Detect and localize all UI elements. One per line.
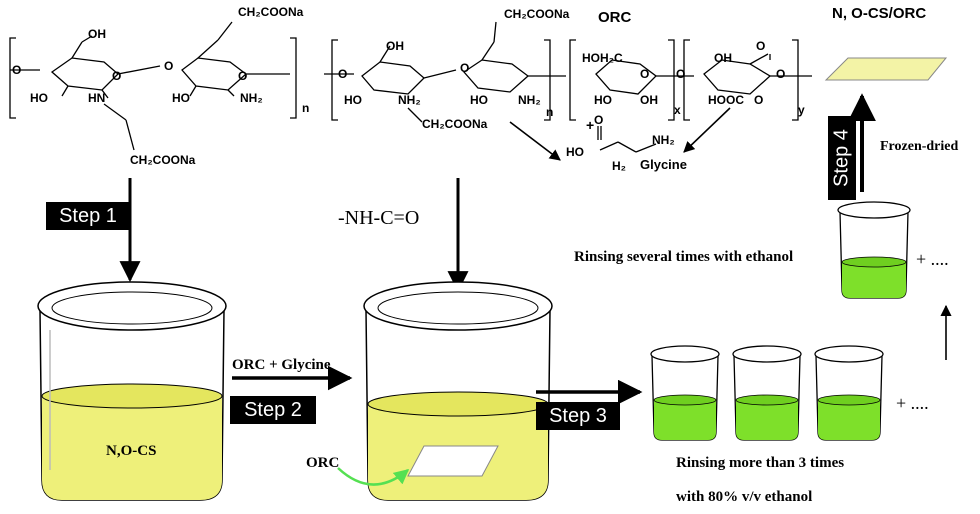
structure-nocs [9,21,297,151]
label-o-9: O [756,39,766,53]
orc-film-icon [407,445,499,477]
arrow-to-glycine-left [509,121,561,161]
label-orc-polymer: ORC [598,9,632,26]
ring-6 [703,59,772,95]
label-o-3: O [164,59,174,73]
small-beaker-3 [814,345,884,441]
label-rinse3-line1: Rinsing more than 3 times [676,455,845,471]
arrow-to-glycine-right [683,107,731,153]
label-glycine-ho: HO [566,145,584,159]
label-rinse3-line2: with 80% v/v ethanol [676,489,813,505]
label-o-7: O [640,67,650,81]
ring-4 [463,59,530,93]
structure-nocs-orc [324,21,812,153]
small-beaker-1 [650,345,720,441]
label-o-6: O [460,61,470,75]
label-oh-4: OH [714,51,732,65]
label-y: y [798,103,805,117]
label-oh-2: OH [386,39,404,53]
glycine-bond-2 [617,141,637,153]
label-glycine-nh2: NH₂ [652,133,675,147]
label-nh2-1: NH₂ [240,91,263,105]
bracket-right-2 [544,39,551,121]
curve-arrow-icon [337,467,410,486]
label-ho-5: HO [594,93,612,107]
label-ho-1: HO [30,91,48,105]
step-3-badge: Step 3 [536,402,620,430]
label-oh-1: OH [88,27,106,41]
label-n-1: n [302,101,310,115]
label-glycine-h2: H₂ [612,159,626,173]
step-1-badge: Step 1 [46,202,130,230]
label-o-8: O [676,67,686,81]
label-ho-3: HO [344,93,362,107]
label-oh-3: OH [640,93,658,107]
label-rinse-ethanol: Rinsing several times with ethanol [574,249,794,265]
label-hoh2c: HOH₂C [582,51,623,65]
label-frozen-dried: Frozen-dried [880,139,959,154]
label-beaker1: N,O-CS [106,443,157,459]
label-o-11: O [776,67,786,81]
ring-2 [181,57,248,91]
label-plus-glycine: + [586,117,595,133]
small-beaker-2 [732,345,802,441]
bracket-right-3 [668,39,675,121]
step-4-badge: Step 4 [828,116,856,200]
label-plus-more-1: + .... [916,249,949,269]
bracket-left-3 [569,39,576,121]
beaker-1 [37,281,227,501]
label-reagents: ORC + Glycine [232,357,331,373]
label-o-2: O [112,69,122,83]
glycine-bond-1 [599,141,619,151]
label-hooc: HOOC [708,93,744,107]
bracket-right-4 [792,39,799,121]
label-ho-2: HO [172,91,190,105]
label-n-2: n [546,105,554,119]
label-o-1: O [12,63,22,77]
label-ch2coona-3: CH₂COONa [504,7,570,21]
label-glycine: Glycine [640,157,687,172]
label-ch2coona-4: CH₂COONa [422,117,488,131]
beaker-2 [337,281,553,501]
glycine-bond-3 [635,143,657,153]
bracket-right-1 [290,37,297,119]
label-glycine-o: O [594,113,604,127]
label-product: N, O-CS/ORC [832,5,927,22]
product-film-icon [824,57,948,81]
label-o-5: O [338,67,348,81]
label-plus-more-2: + .... [896,393,929,413]
bracket-left-2 [331,39,338,121]
label-ch2coona-2: CH₂COONa [130,153,196,167]
step-4-text: Step 4 [830,129,853,187]
bracket-left-1 [9,37,16,119]
bracket-left-4 [683,39,690,121]
label-hn: HN [88,91,106,105]
label-ch2coona-1: CH₂COONa [238,5,304,19]
label-nh2-3: NH₂ [518,93,541,107]
label-o-4: O [238,69,248,83]
label-x: x [674,103,681,117]
step-2-badge: Step 2 [230,396,316,424]
label-o-10: O [754,93,764,107]
label-orc-film: ORC [306,455,340,471]
ring-3 [361,61,425,95]
label-nh2-2: NH₂ [398,93,421,107]
label-ho-4: HO [470,93,488,107]
beaker-ethanol [837,201,911,299]
ring-1 [50,57,119,91]
label-amide: -NH-C=O [338,207,420,229]
